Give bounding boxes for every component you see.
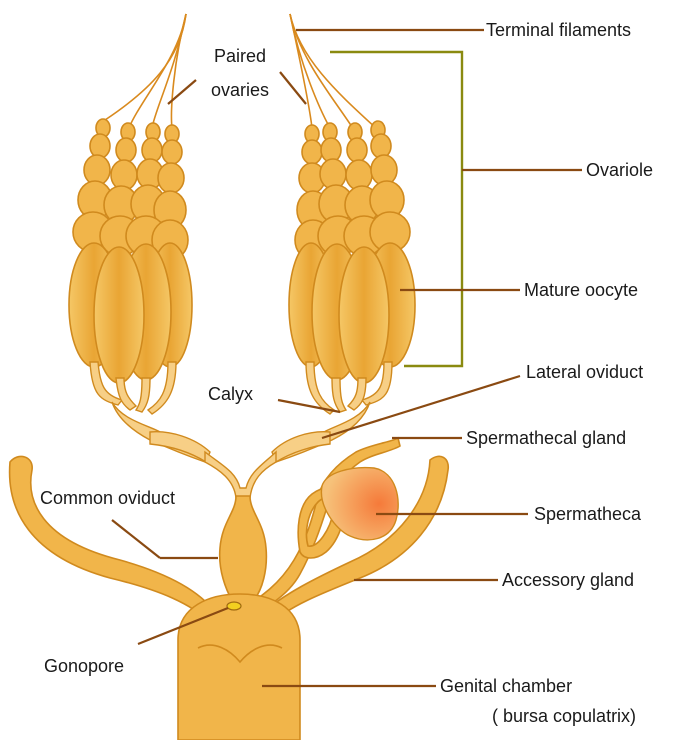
- label-calyx: Calyx: [208, 384, 253, 404]
- genital-chamber-body: [178, 594, 300, 740]
- genital-chamber-group: [178, 594, 300, 740]
- label-spermathecal-gland: Spermathecal gland: [466, 428, 626, 448]
- label-paired-ovaries-line2: ovaries: [211, 80, 269, 100]
- label-spermatheca: Spermatheca: [534, 504, 642, 524]
- label-terminal-filaments: Terminal filaments: [486, 20, 631, 40]
- right-terminal-filaments: [290, 14, 378, 130]
- left-terminal-filaments: [105, 14, 186, 130]
- right-ovary: [276, 14, 415, 462]
- label-mature-oocyte: Mature oocyte: [524, 280, 638, 300]
- common-oviduct-tube: [220, 496, 267, 600]
- label-genital-chamber: Genital chamber: [440, 676, 572, 696]
- label-ovariole: Ovariole: [586, 160, 653, 180]
- label-gonopore: Gonopore: [44, 656, 124, 676]
- label-paired-ovaries-line1: Paired: [214, 46, 266, 66]
- right-ovariole-beads: [295, 121, 410, 260]
- label-common-oviduct: Common oviduct: [40, 488, 175, 508]
- left-ovariole-beads: [73, 119, 188, 260]
- label-accessory-gland: Accessory gland: [502, 570, 634, 590]
- label-lateral-oviduct: Lateral oviduct: [526, 362, 643, 382]
- label-bursa-copulatrix: ( bursa copulatrix): [492, 706, 636, 726]
- gonopore-opening: [227, 602, 241, 610]
- left-ovary: [69, 14, 205, 462]
